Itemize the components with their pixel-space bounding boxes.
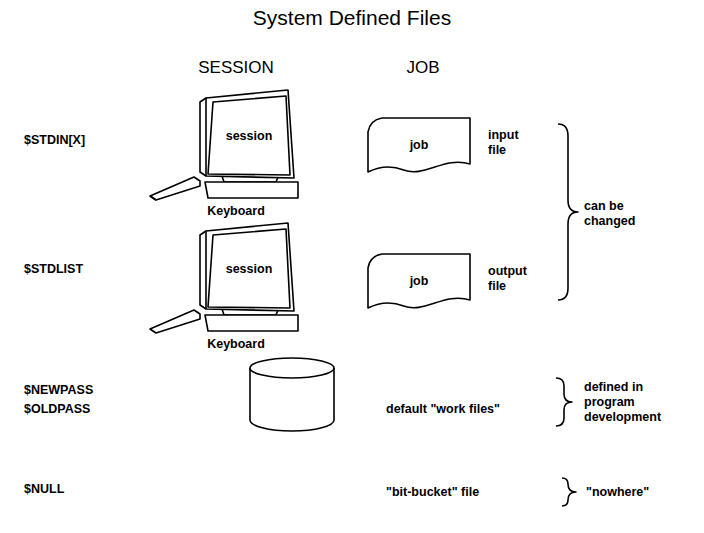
monitor-screen: session bbox=[210, 100, 288, 172]
file-name: $NULL bbox=[24, 482, 64, 497]
node-text: session bbox=[226, 129, 273, 143]
node-outline-path bbox=[208, 96, 290, 175]
monitor-screen: session bbox=[210, 233, 288, 305]
node-text: job bbox=[410, 138, 429, 152]
column-heading: JOB bbox=[406, 58, 439, 78]
disk-cylinder bbox=[250, 358, 334, 431]
note: "nowhere" bbox=[586, 485, 649, 500]
note: input file bbox=[488, 128, 533, 158]
file-name: $OLDPASS bbox=[24, 402, 90, 417]
node-outline-path bbox=[208, 229, 290, 308]
note: "bit-bucket" file bbox=[386, 485, 479, 500]
note: default "work files" bbox=[386, 402, 500, 417]
device-label: Keyboard bbox=[207, 204, 265, 219]
node-outline-path bbox=[368, 118, 470, 172]
node-text: job bbox=[410, 274, 429, 288]
device-label: Keyboard bbox=[207, 337, 265, 352]
node-text: session bbox=[226, 262, 273, 276]
title: System Defined Files bbox=[253, 6, 451, 30]
file-name: $STDLIST bbox=[24, 262, 83, 277]
monitor-drawing bbox=[150, 90, 298, 200]
brace bbox=[562, 478, 576, 506]
monitor-drawing bbox=[150, 223, 298, 333]
file-name: $NEWPASS bbox=[24, 383, 93, 398]
file-name: $STDIN[X] bbox=[24, 133, 85, 148]
note: output file bbox=[488, 264, 543, 294]
job-card: job bbox=[368, 118, 470, 172]
column-heading: SESSION bbox=[198, 58, 274, 78]
job-card: job bbox=[368, 254, 470, 308]
node-outline-path bbox=[368, 254, 470, 308]
note: defined in program development bbox=[584, 380, 684, 425]
brace bbox=[558, 124, 578, 300]
brace bbox=[556, 378, 572, 426]
note: can be changed bbox=[584, 199, 659, 229]
